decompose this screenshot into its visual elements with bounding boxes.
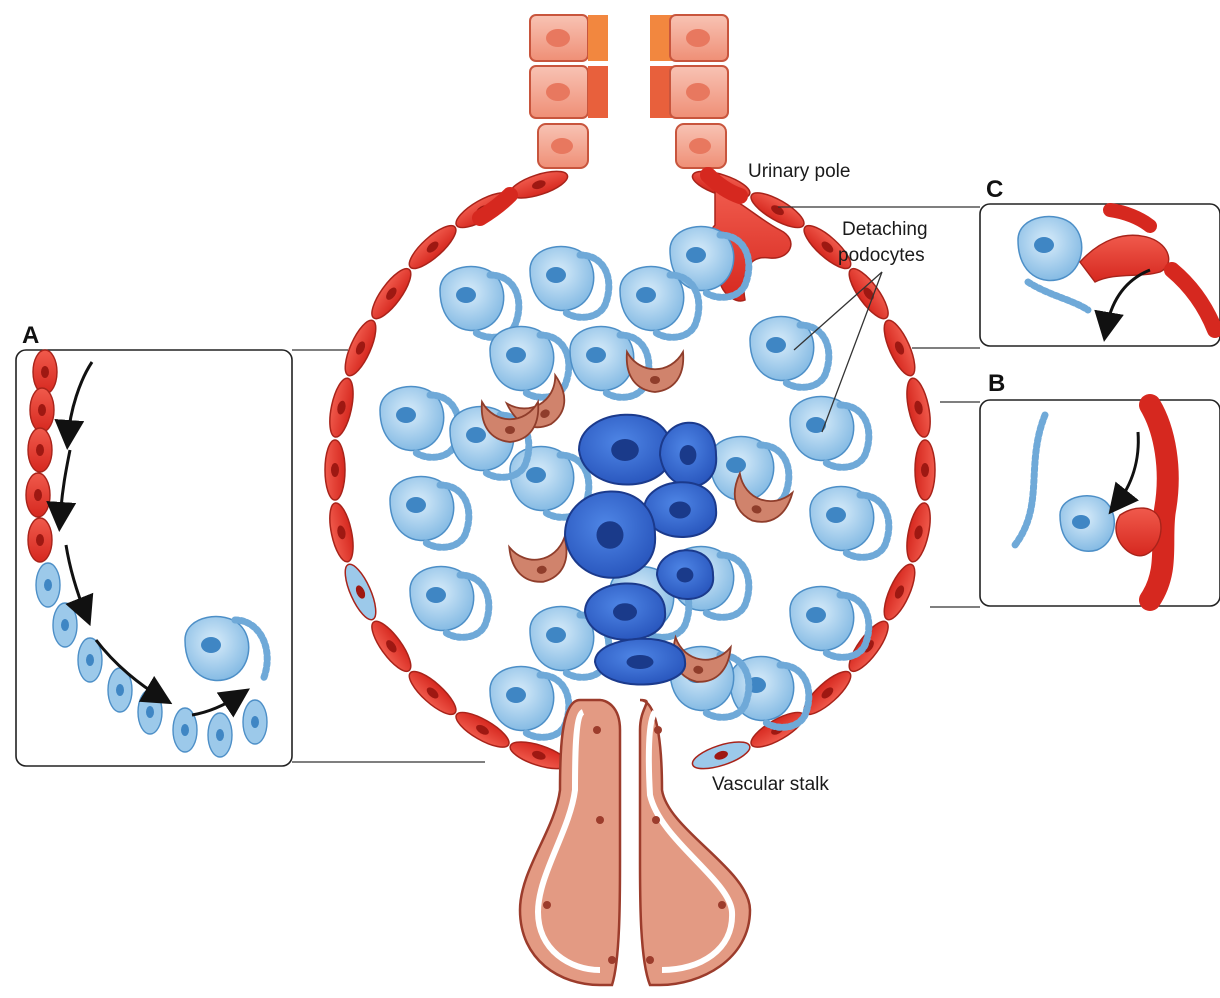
panel-b <box>980 400 1220 606</box>
detaching-label-line1: Detaching <box>842 218 928 241</box>
parietal-cell <box>690 737 753 775</box>
tubule-cell <box>530 15 608 61</box>
parietal-cell <box>903 376 935 439</box>
parietal-cell <box>325 501 357 564</box>
podocyte <box>570 327 649 398</box>
parietal-cell <box>339 317 382 380</box>
parietal-cell <box>33 350 57 394</box>
parietal-cell <box>325 440 345 500</box>
podocyte <box>440 267 519 338</box>
tubule-cell <box>538 124 588 168</box>
urinary-pole-label: Urinary pole <box>748 160 850 183</box>
parietal-cell <box>208 713 232 757</box>
podocyte <box>410 567 489 638</box>
parietal-cell <box>53 603 77 647</box>
parietal-cell <box>339 561 382 624</box>
podocyte <box>750 317 829 388</box>
panel-b-letter: B <box>988 370 1005 398</box>
vascular-stalk-label: Vascular stalk <box>712 773 829 796</box>
tubule-cell <box>650 66 728 118</box>
mesangial-cell <box>579 415 671 485</box>
parietal-cell <box>915 440 935 500</box>
panel-c-letter: C <box>986 176 1003 204</box>
parietal-cell <box>903 501 935 564</box>
parietal-cell <box>30 388 54 432</box>
parietal-cell <box>26 473 50 517</box>
panel-a <box>16 350 292 766</box>
endothelial-cell <box>627 352 684 392</box>
proximal-tubule <box>530 15 728 168</box>
podocyte <box>790 397 869 468</box>
mesangial-cell <box>585 583 665 639</box>
parietal-cell <box>28 518 52 562</box>
podocyte <box>620 267 699 338</box>
parietal-cell <box>243 700 267 744</box>
vascular-stalk <box>520 700 750 985</box>
tubule-cell <box>676 124 726 168</box>
parietal-cell <box>366 264 417 324</box>
parietal-cell <box>366 616 417 676</box>
podocyte <box>490 667 569 738</box>
tubule-cell <box>530 66 608 118</box>
parietal-cell <box>404 220 462 275</box>
endothelial-cell <box>509 537 572 586</box>
parietal-cell <box>28 428 52 472</box>
parietal-cell <box>325 376 357 439</box>
panel-a-letter: A <box>22 322 39 350</box>
mesangial-cell <box>657 550 713 599</box>
podocyte <box>530 247 609 318</box>
parietal-cell <box>843 264 894 324</box>
mesangial-cell <box>595 639 685 685</box>
panel-c <box>980 204 1220 346</box>
parietal-cell <box>878 561 921 624</box>
podocyte <box>810 487 889 558</box>
mesangial-cell <box>565 491 655 577</box>
tubule-cell <box>650 15 728 61</box>
podocyte <box>390 477 469 548</box>
detaching-label-line2: podocytes <box>838 244 925 267</box>
podocyte <box>380 387 459 458</box>
mesangial-cell <box>660 423 716 487</box>
parietal-cell <box>404 665 462 720</box>
parietal-cell <box>36 563 60 607</box>
